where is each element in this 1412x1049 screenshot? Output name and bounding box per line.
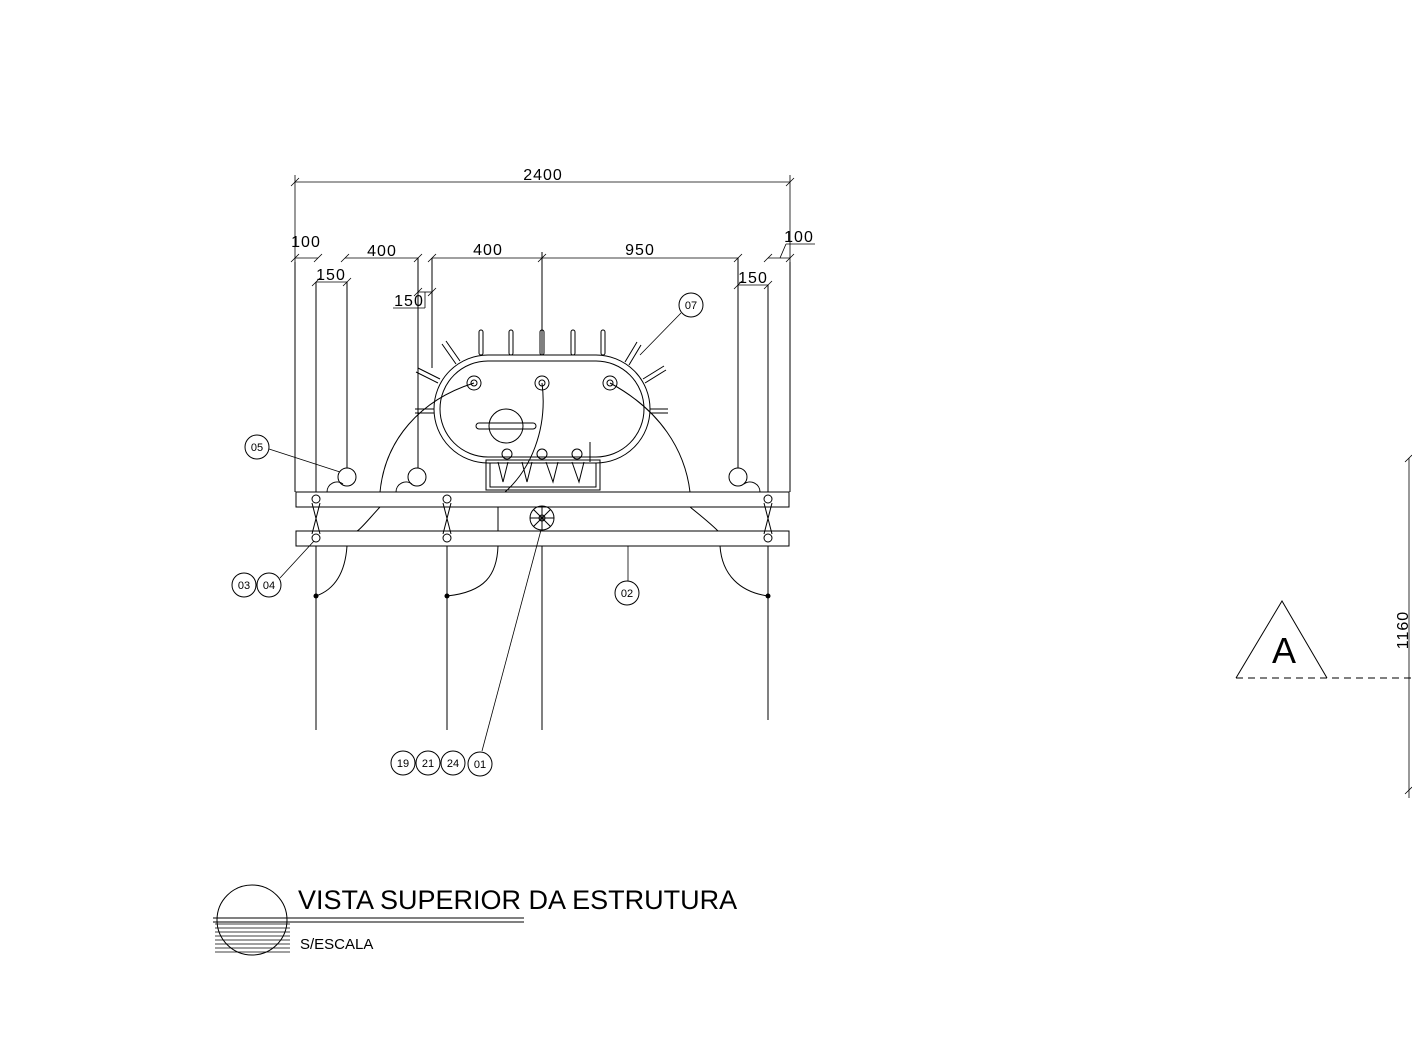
section-letter: A [1272,630,1296,671]
piping [313,382,771,730]
callout-02: 02 [614,546,640,606]
dim-2400-label: 2400 [523,167,563,184]
dimension-row-2: 100 400 400 950 100 [290,229,815,263]
callout-07: 07 [639,292,704,356]
tag-02-label: 02 [621,588,633,600]
dim-150-right-label: 150 [738,270,768,287]
dim-150-left-label: 150 [316,267,346,284]
callout-05: 05 [244,434,341,473]
dim-400-a-label: 400 [367,243,397,260]
dim-150-mid-label: 150 [394,293,424,310]
tag-03-label: 03 [238,580,250,592]
dim-100-left-label: 100 [291,234,321,251]
tag-04-label: 04 [263,580,275,592]
callout-03-04: 03 04 [231,540,315,598]
tag-24-label: 24 [447,758,459,770]
tag-21-label: 21 [422,758,434,770]
dimension-1160: 1160 [1395,454,1412,798]
dim-100-right-label: 100 [784,229,814,246]
section-marker-a: A [1235,600,1412,679]
tag-01-label: 01 [474,759,486,771]
title-block: VISTA SUPERIOR DA ESTRUTURA S/ESCALA [213,884,737,956]
radial-spikes [415,329,668,414]
vertical-posts [294,252,791,492]
cross-braces [311,494,773,543]
tag-19-label: 19 [397,758,409,770]
tag-05-label: 05 [251,442,263,454]
dimension-row-3: 150 150 150 [311,267,773,310]
dim-1160-label: 1160 [1395,611,1412,649]
tag-07-label: 07 [685,300,697,312]
drawing-title: VISTA SUPERIOR DA ESTRUTURA [298,885,737,915]
dim-400-b-label: 400 [473,242,503,259]
valve-wheel-icon [529,505,555,531]
post-supports [326,467,761,493]
callout-19-21-24-01: 19 21 24 01 [390,529,542,777]
scale-note: S/ESCALA [300,936,373,953]
dim-950-label: 950 [625,242,655,259]
dimension-overall: 2400 [290,167,795,262]
